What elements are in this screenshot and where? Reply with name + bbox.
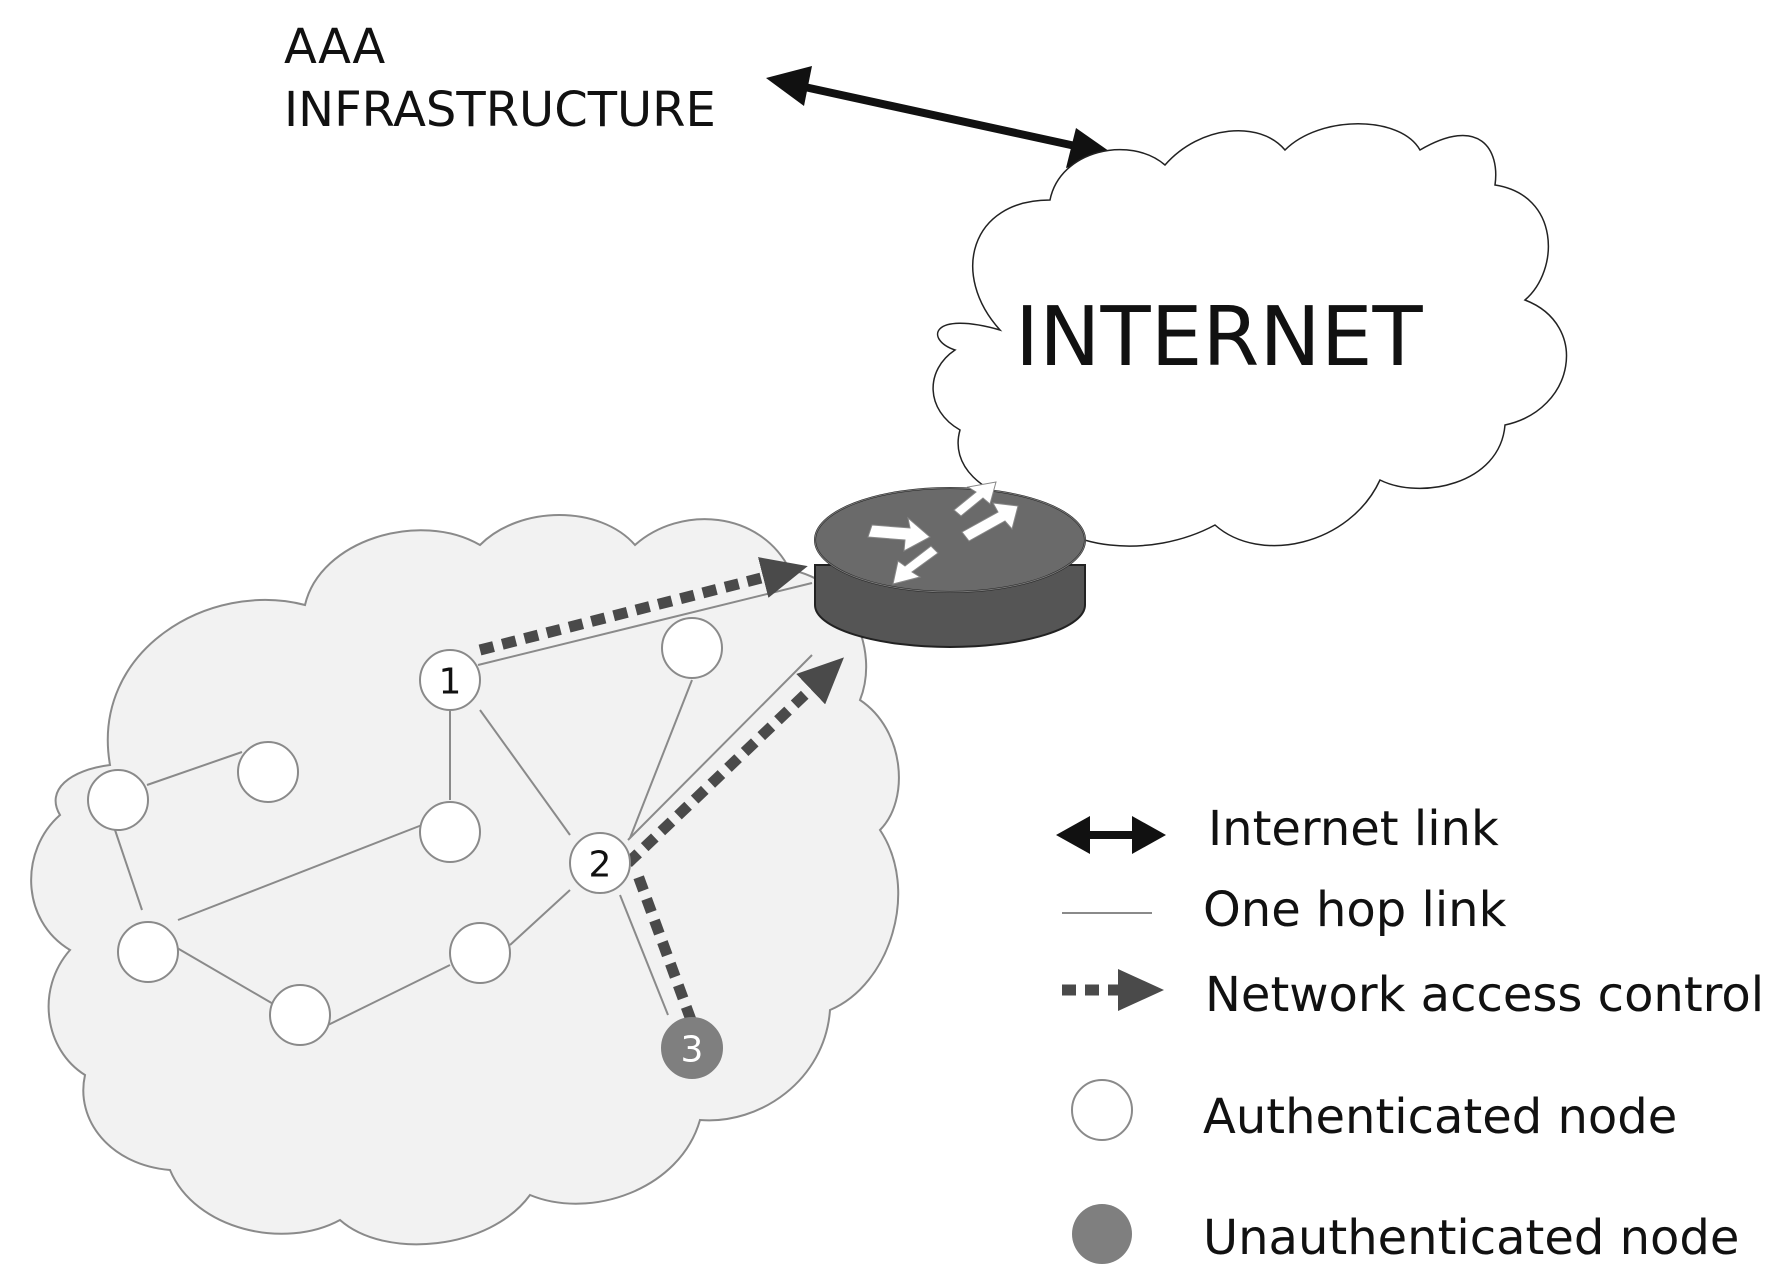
link-g-a — [177, 824, 423, 921]
node-label-2: 2 — [589, 845, 612, 886]
authenticated-node-a — [419, 801, 481, 863]
authenticated-node-f — [269, 984, 331, 1046]
authenticated-node-e — [449, 922, 511, 984]
authenticated-node-h — [87, 769, 149, 831]
link-f-g — [171, 944, 276, 1006]
legend-internet-link-label: Internet link — [1208, 801, 1499, 857]
authenticated-node-g — [117, 921, 179, 983]
internet-cloud — [932, 123, 1568, 547]
node-label-3: 3 — [681, 1030, 704, 1071]
link-1-router — [477, 582, 813, 666]
link-b-2 — [629, 679, 693, 839]
legend-unauthenticated-node-label: Unauthenticated node — [1203, 1210, 1739, 1266]
mesh-nodes — [87, 617, 723, 1079]
legend: Internet link One hop link Network acces… — [1056, 801, 1764, 1266]
legend-internet-link-icon — [1056, 816, 1166, 854]
ac-3-2 — [630, 868, 697, 1022]
link-h-i — [146, 751, 243, 786]
aaa-label-line1: AAA — [284, 19, 385, 75]
authenticated-node-2 — [569, 832, 631, 894]
ac-1-router — [478, 557, 808, 656]
authenticated-node-b — [661, 617, 723, 679]
authenticated-node-1 — [419, 649, 481, 711]
link-2-router — [627, 654, 813, 841]
node-label-1: 1 — [439, 662, 462, 703]
legend-unauthenticated-node-icon — [1072, 1204, 1132, 1264]
link-2-3 — [619, 894, 669, 1016]
legend-authenticated-node-icon — [1071, 1079, 1133, 1141]
mesh-network-cloud — [30, 514, 900, 1246]
link-g-h — [113, 826, 143, 911]
link-e-f — [327, 964, 451, 1026]
aaa-label-line2: INFRASTRUCTURE — [284, 82, 716, 138]
internet-label: INTERNET — [1015, 290, 1424, 385]
one-hop-links — [113, 582, 813, 1026]
link-2-e — [509, 889, 571, 946]
authenticated-node-i — [237, 741, 299, 803]
legend-one-hop-link-label: One hop link — [1203, 882, 1507, 938]
link-1-2 — [479, 709, 571, 836]
access-control-arrows — [478, 557, 844, 1022]
internet-link-arrow — [766, 66, 1116, 168]
legend-authenticated-node-label: Authenticated node — [1203, 1089, 1677, 1145]
router-icon — [814, 481, 1086, 648]
ac-2-router — [624, 657, 844, 867]
legend-access-control-label: Network access control — [1205, 967, 1764, 1023]
unauthenticated-node-3 — [661, 1017, 723, 1079]
